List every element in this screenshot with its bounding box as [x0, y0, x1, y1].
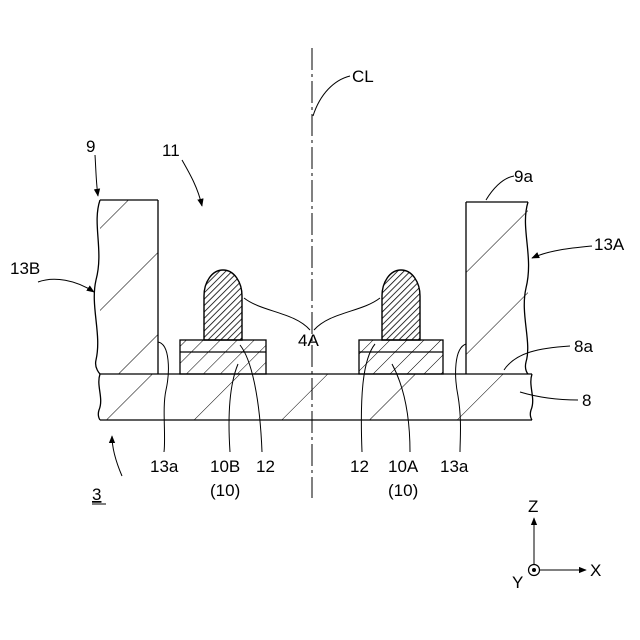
label-9a: 9a: [514, 167, 533, 186]
label-axis-z: Z: [528, 497, 538, 516]
label-cl: CL: [352, 67, 374, 86]
label-13B: 13B: [10, 259, 40, 278]
label-4A: 4A: [298, 331, 319, 350]
label-10B: 10B: [210, 457, 240, 476]
axes-indicator: [529, 518, 587, 576]
label-13A: 13A: [594, 235, 625, 254]
label-10-left: (10): [210, 481, 240, 500]
label-9: 9: [86, 137, 95, 156]
label-axis-x: X: [590, 561, 601, 580]
label-13a-left: 13a: [150, 457, 179, 476]
bump-left: [204, 270, 242, 340]
bump-right: [382, 270, 420, 340]
label-3: 3: [92, 485, 101, 504]
label-11: 11: [162, 141, 180, 160]
wall-13B: [94, 200, 158, 374]
label-axis-y: Y: [512, 573, 523, 592]
label-12-left: 12: [256, 457, 275, 476]
label-10A: 10A: [388, 457, 419, 476]
label-8a: 8a: [574, 337, 593, 356]
pad-stack-10B: [180, 340, 266, 374]
label-8: 8: [582, 391, 591, 410]
pad-stack-10A: [359, 340, 443, 374]
label-10-right: (10): [388, 481, 418, 500]
label-13a-right: 13a: [440, 457, 469, 476]
wall-13A: [466, 202, 529, 374]
substrate-8: [98, 374, 532, 420]
label-12-right: 12: [350, 457, 369, 476]
